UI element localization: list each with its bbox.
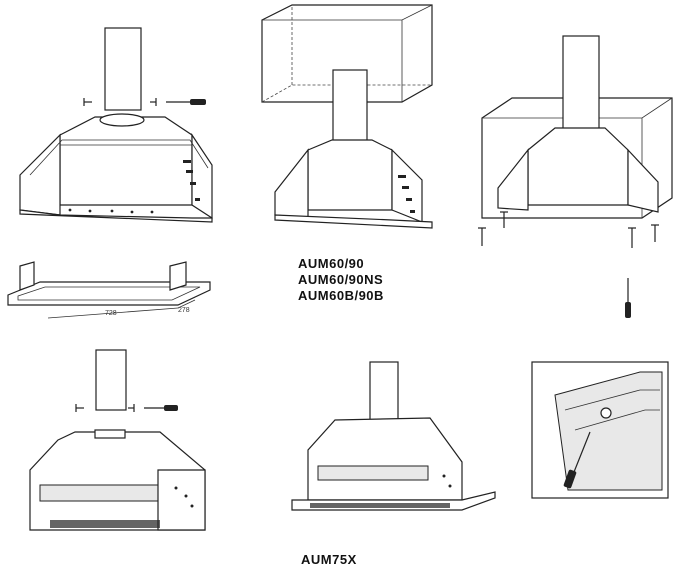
duct-collar <box>94 429 126 439</box>
front-panel-strip <box>317 465 429 481</box>
screw-icon <box>628 227 636 248</box>
screwdriver-icon <box>563 431 591 489</box>
screw-icon <box>75 404 84 412</box>
chimney-duct <box>562 35 600 131</box>
hood-bottom-rim <box>19 209 213 223</box>
frame-left-tab <box>19 261 35 291</box>
control-labels <box>398 175 415 213</box>
hood-with-chimney-top-left <box>19 27 213 223</box>
mounting-frame: 728 278 <box>7 261 211 319</box>
hood-right-side <box>627 148 659 213</box>
screw-icon <box>128 404 135 412</box>
dimension-width: 728 <box>105 310 117 317</box>
control-labels <box>183 160 200 201</box>
hood-under-cabinet-middle <box>261 4 433 229</box>
frame-right-tab <box>169 261 187 291</box>
hood-inside-cabinet-right <box>478 35 673 318</box>
screw-head <box>600 407 612 419</box>
model-name: AUM60B/90B <box>298 288 384 303</box>
model-name: AUM60/90NS <box>298 272 384 287</box>
detail-inset-screw-fixing <box>531 361 669 499</box>
screw-icon <box>83 98 92 106</box>
screw-icon <box>478 227 486 246</box>
screwdriver-icon <box>625 278 631 318</box>
duct-collar <box>99 113 145 127</box>
filter-grille <box>50 520 160 528</box>
hood-body <box>307 417 463 501</box>
hood-top-body <box>59 116 193 206</box>
hood-left-side <box>19 133 61 216</box>
model-name: AUM60/90 <box>298 256 365 271</box>
hood-aum75x-exploded <box>29 349 206 531</box>
chimney-duct <box>369 361 399 423</box>
screwdriver-icon <box>166 99 206 105</box>
hood-left-side <box>497 148 529 211</box>
model-name-bottom: AUM75X <box>301 552 357 567</box>
hood-bottom-rim <box>274 214 433 229</box>
hood-top-body <box>307 139 393 211</box>
hood-aum75x-assembled <box>291 361 496 511</box>
chimney-duct <box>95 349 127 411</box>
hood-top-body <box>527 127 629 206</box>
dimension-depth: 278 <box>178 307 190 314</box>
hood-corner-detail <box>554 371 663 491</box>
screwdriver-icon <box>144 405 178 411</box>
hood-left-side <box>274 148 309 219</box>
chimney-duct <box>104 27 142 111</box>
control-labels <box>442 474 452 488</box>
screw-icon <box>150 98 157 106</box>
control-labels <box>174 486 194 508</box>
screw-icon <box>500 211 508 228</box>
screw-icon <box>651 224 659 242</box>
front-panel-strip <box>39 484 159 502</box>
frame-outline <box>7 281 211 306</box>
chimney-duct <box>332 69 368 143</box>
filter-grille <box>310 503 450 508</box>
model-list-top: AUM60/90 AUM60/90NS AUM60B/90B <box>298 256 384 304</box>
